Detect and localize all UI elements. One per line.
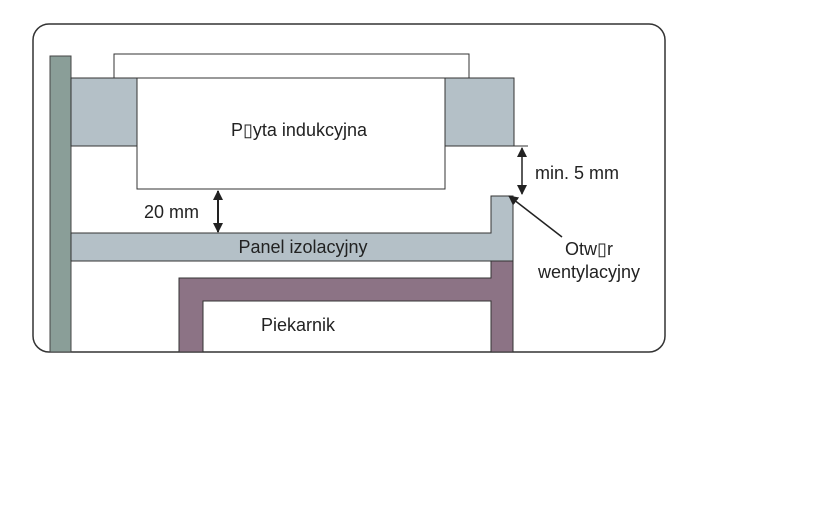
min-clearance-label: min. 5 mm — [535, 163, 619, 183]
oven-housing — [178, 260, 514, 353]
vent-label-line2: wentylacyjny — [537, 262, 640, 282]
hob-label: P▯yta indukcyjna — [231, 120, 368, 140]
worktop-right — [444, 77, 515, 147]
vent-label-line1: Otw▯r — [565, 239, 613, 259]
cabinet-wall — [49, 55, 72, 353]
hob-glass-top — [113, 53, 470, 79]
gap-measure-label: 20 mm — [144, 202, 199, 222]
induction-hob-body — [136, 77, 446, 190]
worktop-left — [70, 77, 138, 147]
insulation-panel-label: Panel izolacyjny — [238, 237, 367, 257]
oven-label: Piekarnik — [261, 315, 336, 335]
vent-leader-line — [508, 195, 563, 238]
